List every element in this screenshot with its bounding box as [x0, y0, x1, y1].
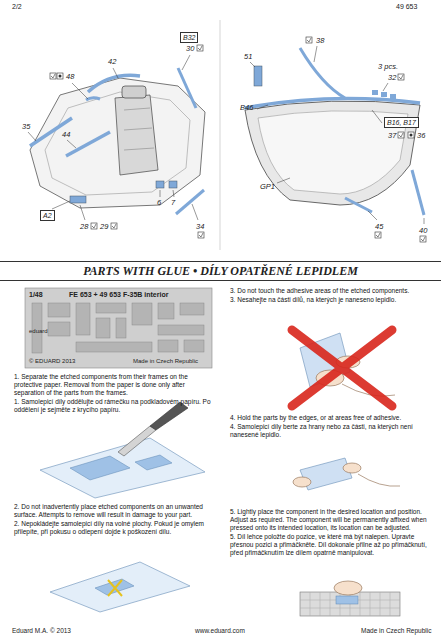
part-code-box: B32 — [180, 32, 198, 43]
footer-text: Eduard M.A. © 2013 — [12, 627, 71, 634]
part-code: A2 — [43, 211, 52, 220]
instruction-text: 3. Do not touch the adhesive areas of th… — [230, 287, 430, 295]
callout-number: 38 — [316, 36, 324, 45]
part-code-box: B16, B17 — [384, 117, 419, 128]
fret-text: eduard — [29, 328, 48, 334]
fret-text: © EDUARD 2013 — [29, 358, 75, 364]
page-number: 2/2 — [12, 3, 22, 10]
callout-number: 40 — [419, 226, 427, 235]
section-title: PARTS WITH GLUE • DÍLY OPATŘENÉ LEPIDLEM — [0, 262, 441, 280]
etched-fret: 1/48 FE 653 + 49 653 F-35B interior eduard… — [25, 288, 212, 368]
callout-number: 42 — [108, 57, 116, 66]
part-code: B46 — [240, 103, 253, 112]
callout-number: 51 — [244, 52, 252, 61]
part-code: B32 — [183, 33, 195, 42]
callout-number: 35 — [22, 122, 30, 131]
instruction-text: 2. Do not inadvertently place etched com… — [14, 503, 212, 519]
instruction-text: 5. Lightly place the component in the de… — [230, 508, 430, 532]
callout-number: 44 — [62, 130, 70, 139]
callout-number: 6 — [157, 198, 161, 207]
callout-number: 45 — [375, 222, 383, 231]
instruction-text: 5. Díl lehce položte do pozice, ve které… — [230, 533, 430, 557]
callout-number: 29 — [100, 222, 108, 231]
callout-number: 30 — [186, 44, 194, 53]
instruction-text: 1. Samolepicí díly oddělujte od rámečku … — [14, 398, 212, 414]
callout-number: 48 — [66, 72, 74, 81]
instruction-text: 2. Nepokládejte samolepicí díly na volné… — [14, 520, 212, 536]
set-number: 49 653 — [396, 3, 417, 10]
callout-number: 28 — [80, 222, 88, 231]
fret-text: Made in Czech Republic — [133, 358, 198, 364]
callout-number: 32 — [388, 73, 396, 82]
callout-number: 37 — [388, 131, 396, 140]
part-code-box: A2 — [40, 210, 55, 221]
part-code: GP1 — [260, 182, 275, 191]
instruction-text: 3. Nesahejte na části dílů, na kterých j… — [230, 296, 430, 304]
part-code: B16, B17 — [387, 118, 416, 127]
instruction-text: 4. Samolepicí díly berte za hrany nebo z… — [230, 423, 430, 439]
section-band: PARTS WITH GLUE • DÍLY OPATŘENÉ LEPIDLEM — [0, 261, 441, 281]
instruction-text: 1. Separate the etched components from t… — [14, 373, 212, 397]
callout-number: 7 — [171, 198, 175, 207]
callout-number: 36 — [417, 131, 425, 140]
quantity-note: 3 pcs. — [378, 62, 398, 71]
instruction-text: 4. Hold the parts by the edges, or at ar… — [230, 414, 430, 422]
fret-text: 1/48 — [29, 291, 43, 298]
footer-text: www.eduard.com — [195, 627, 245, 634]
fret-text: FE 653 + 49 653 F-35B interior — [69, 291, 168, 298]
footer-text: Made in Czech Republic — [361, 627, 431, 634]
callout-number: 34 — [196, 222, 204, 231]
